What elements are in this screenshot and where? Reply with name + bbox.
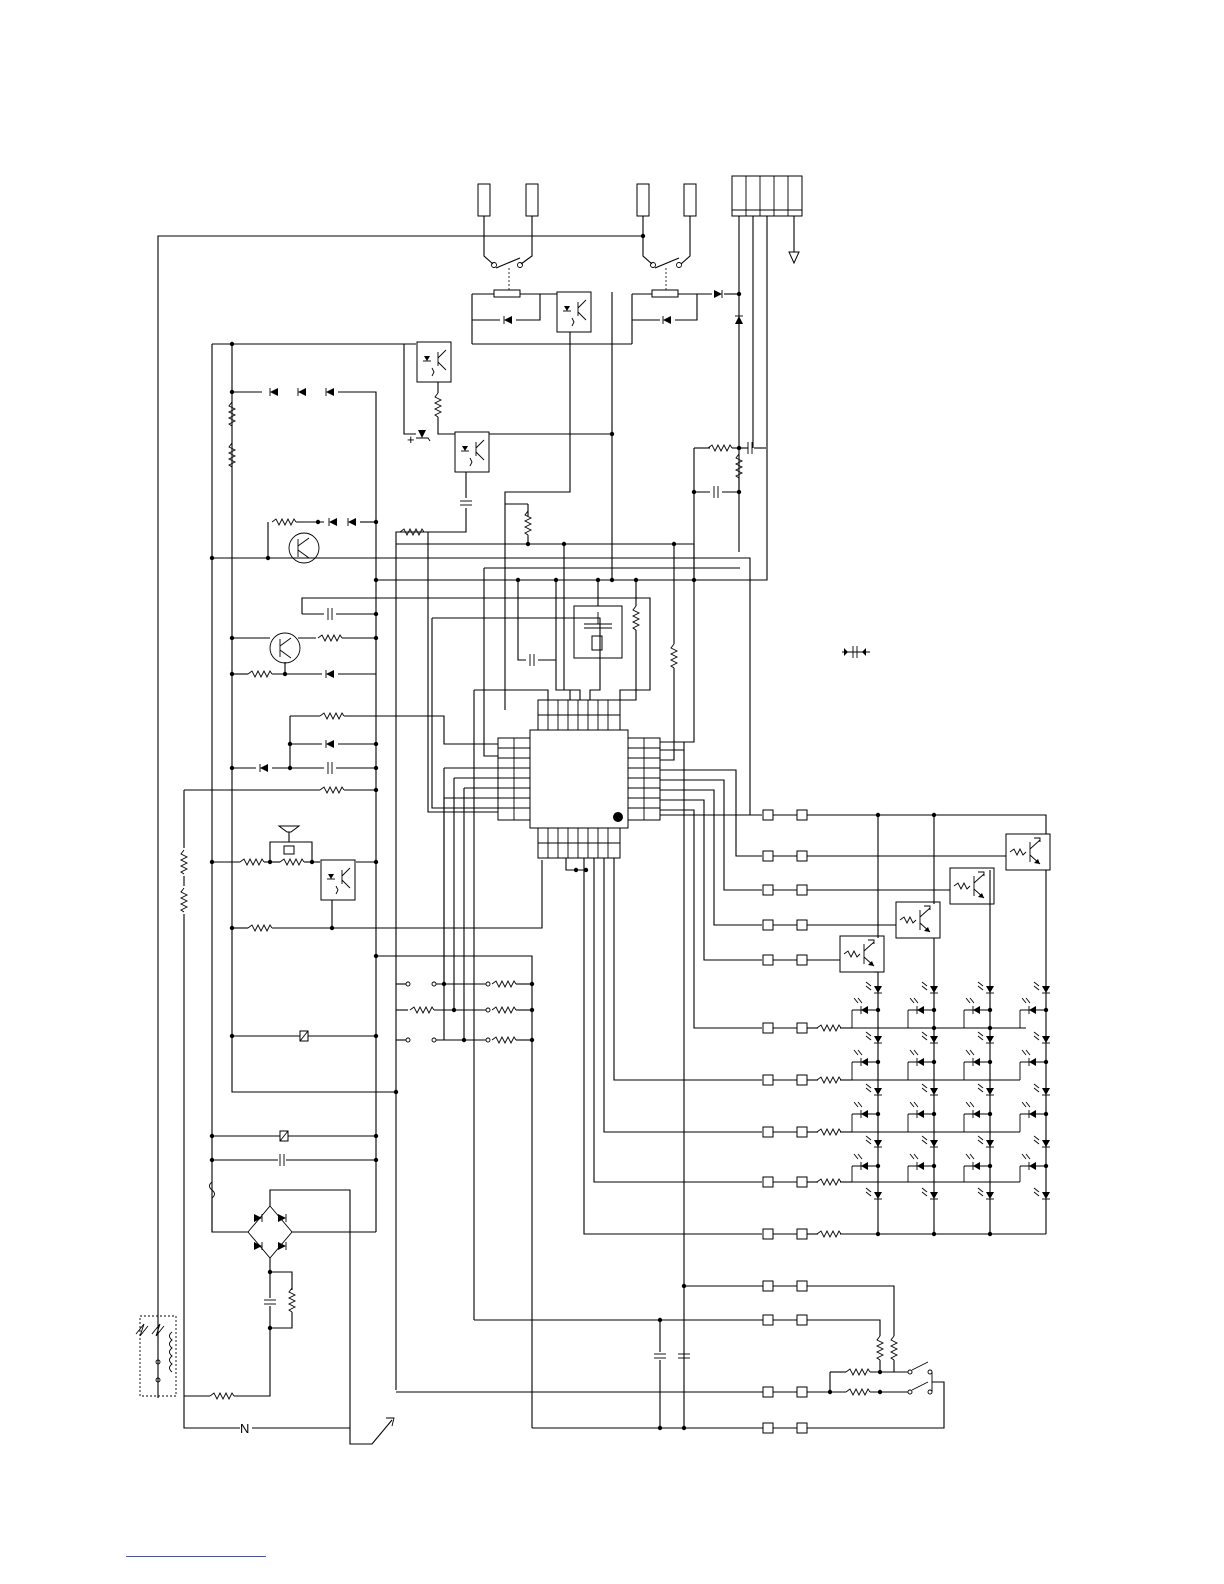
buzzer	[270, 826, 312, 862]
connector-icon	[684, 184, 696, 216]
optocoupler-3	[455, 432, 489, 472]
buzzer-icon	[279, 826, 299, 832]
terminal-block	[612, 176, 802, 580]
neutral-marker: N	[240, 1421, 249, 1436]
crystal-oscillator	[574, 606, 622, 658]
led-icon	[854, 998, 868, 1014]
optocoupler-icon	[417, 342, 451, 382]
optocoupler-icon	[455, 432, 489, 472]
relay-icon	[652, 290, 678, 297]
transistor-icon	[840, 936, 884, 972]
transistor-2	[270, 633, 300, 663]
bridge-rectifier-icon	[248, 1206, 292, 1258]
bridge-rectifier	[248, 1206, 292, 1258]
transistor-icon	[1006, 834, 1050, 870]
connector-icon	[478, 184, 490, 216]
optocoupler-icon	[321, 860, 355, 900]
microcontroller-icon	[530, 730, 628, 828]
optocoupler-2	[417, 342, 451, 382]
driver-transistor-1	[1006, 834, 1050, 870]
relay-icon	[494, 290, 520, 297]
driver-transistor-2	[950, 868, 994, 904]
transistor-icon	[950, 868, 994, 904]
led-matrix	[852, 982, 1050, 1199]
transformer	[136, 1316, 176, 1396]
crystal-icon	[284, 846, 294, 854]
ground-icon	[789, 252, 799, 263]
connector-icon	[526, 184, 538, 216]
relay-1	[472, 184, 540, 344]
driver-transistor-4	[840, 936, 884, 972]
zener-1	[416, 430, 430, 441]
polarity-plus: +	[407, 432, 415, 447]
transistor-icon	[896, 902, 940, 938]
optocoupler-4	[321, 860, 355, 900]
varistor-2	[280, 1131, 288, 1141]
varistor-1	[300, 1031, 308, 1041]
capacitor-symbol	[842, 646, 870, 658]
footer-rule	[126, 1556, 266, 1557]
optocoupler-icon	[557, 292, 591, 332]
zener-icon	[418, 430, 426, 438]
driver-transistor-3	[896, 902, 940, 938]
connector-icon	[763, 810, 773, 820]
switch-icon	[908, 1370, 912, 1374]
transistor-icon	[270, 633, 300, 663]
connector-icon	[637, 184, 649, 216]
switch-arrow	[350, 1418, 394, 1444]
optocoupler-1	[557, 292, 591, 332]
relay-2	[632, 184, 739, 344]
microcontroller	[498, 700, 660, 858]
terminal-column	[763, 810, 807, 1433]
